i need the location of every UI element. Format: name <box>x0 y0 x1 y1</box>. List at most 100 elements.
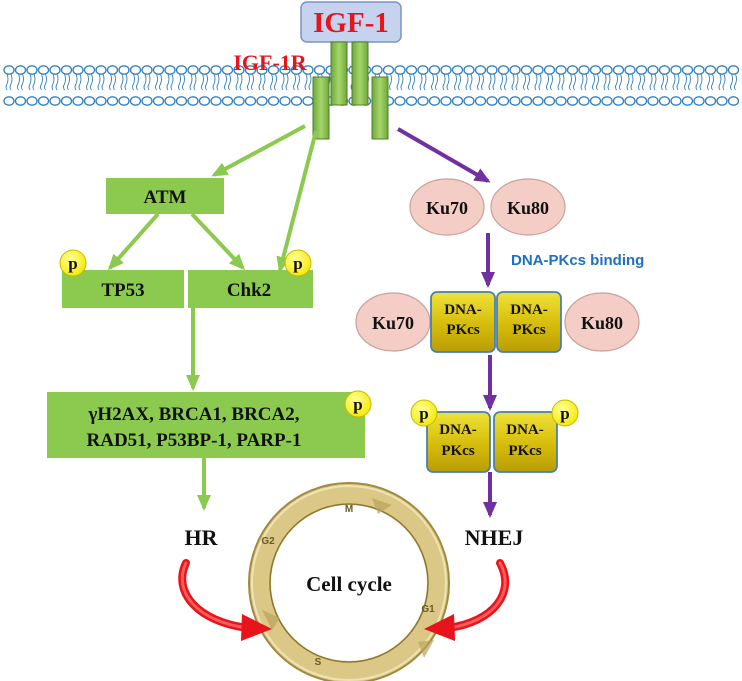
lipid-head <box>601 65 613 75</box>
lipid-tail <box>458 73 461 91</box>
lipid-tail <box>17 73 20 91</box>
lipid-head <box>566 65 579 75</box>
lipid-tail <box>630 73 634 91</box>
lipid-head <box>509 65 521 75</box>
lipid-head <box>486 65 498 75</box>
lipid-head <box>440 65 452 75</box>
svg-text:PKcs: PKcs <box>441 443 474 459</box>
lipid-head <box>244 96 257 106</box>
lipid-tail <box>477 73 480 91</box>
lipid-tail <box>730 73 733 91</box>
lipid-tail <box>592 73 595 91</box>
lipid-tail <box>113 73 116 91</box>
lipid-head <box>37 96 50 106</box>
lipid-tail <box>109 73 112 91</box>
lipid-tail <box>722 73 726 91</box>
phase-m: M <box>345 504 353 515</box>
svg-text:p: p <box>68 254 77 273</box>
phase-g1: G1 <box>421 604 435 615</box>
lipid-tail <box>274 73 277 91</box>
lipid-tail <box>557 73 561 91</box>
lipid-tail <box>120 73 124 91</box>
lipid-tail <box>143 73 147 91</box>
lipid-head <box>428 96 441 106</box>
lipid-head <box>612 65 625 75</box>
lipid-head <box>543 96 556 106</box>
hr-to-cell-cycle-arrow <box>178 559 272 641</box>
lipid-tail <box>580 73 584 91</box>
lipid-tail <box>465 73 469 91</box>
lipid-tail <box>454 73 457 91</box>
nhej-to-cell-cycle-arrow <box>424 559 510 641</box>
phospho-dnapkcs-left: p <box>410 399 438 427</box>
lipid-tail <box>695 73 699 91</box>
lipid-head <box>198 96 211 106</box>
lipid-head <box>624 65 636 75</box>
lipid-head <box>83 96 96 106</box>
dnapkcs-mid-left <box>430 291 496 353</box>
lipid-head <box>405 65 418 75</box>
lipid-tail <box>504 73 507 91</box>
lipid-head <box>704 96 717 106</box>
lipid-head <box>394 65 406 75</box>
lipid-head <box>60 65 73 75</box>
lipid-head <box>129 65 142 75</box>
lipid-head <box>681 96 694 106</box>
tp53-box: TP53 <box>62 270 184 308</box>
lipid-head <box>371 65 383 75</box>
lipid-head <box>543 65 556 75</box>
lipid-head <box>37 65 50 75</box>
lipid-head <box>187 65 199 75</box>
phospho-targets: p <box>344 390 372 418</box>
lipid-tail <box>699 73 703 91</box>
svg-text:PKcs: PKcs <box>512 322 545 338</box>
hr-targets-line1: γH2AX, BRCA1, BRCA2, <box>87 404 299 425</box>
lipid-tail <box>431 73 434 91</box>
lipid-tail <box>44 73 47 91</box>
lipid-tail <box>74 73 78 91</box>
lipid-tail <box>661 73 664 91</box>
lipid-head <box>727 96 740 106</box>
lipid-tail <box>5 73 9 91</box>
cell-cycle-title: Cell cycle <box>306 572 392 596</box>
lipid-tail <box>9 73 13 91</box>
dnapkcs-bottom-left <box>426 411 491 473</box>
lipid-tail <box>500 73 503 91</box>
lipid-tail <box>224 73 227 91</box>
lipid-tail <box>63 73 66 91</box>
lipid-head <box>520 96 533 106</box>
lipid-head <box>267 96 280 106</box>
lipid-head <box>26 65 38 75</box>
lipid-head <box>727 65 740 75</box>
lipid-tail <box>423 73 427 91</box>
svg-text:p: p <box>353 395 362 414</box>
lipid-head <box>532 96 544 106</box>
atm-box: ATM <box>106 178 224 214</box>
lipid-tail <box>90 73 93 91</box>
lipid-tail <box>412 73 415 91</box>
lipid-head <box>647 96 659 106</box>
lipid-tail <box>408 73 411 91</box>
lipid-head <box>3 65 15 75</box>
lipid-tail <box>672 73 676 91</box>
chk2-box: Chk2 <box>188 270 313 308</box>
lipid-head <box>164 96 176 106</box>
lipid-tail <box>419 73 423 91</box>
hr-outcome-label: HR <box>185 525 219 550</box>
lipid-head <box>497 65 510 75</box>
lipid-head <box>152 96 165 106</box>
lipid-tail <box>136 73 139 91</box>
lipid-tail <box>684 73 687 91</box>
lipid-head <box>405 96 418 106</box>
lipid-tail <box>193 73 197 91</box>
lipid-tail <box>97 73 101 91</box>
lipid-head <box>26 96 38 106</box>
lipid-head <box>670 65 682 75</box>
lipid-head <box>486 96 498 106</box>
lipid-tail <box>147 73 151 91</box>
lipid-tail <box>561 73 565 91</box>
svg-text:p: p <box>293 254 302 273</box>
lipid-head <box>463 65 475 75</box>
lipid-tail <box>442 73 446 91</box>
lipid-head <box>49 65 61 75</box>
